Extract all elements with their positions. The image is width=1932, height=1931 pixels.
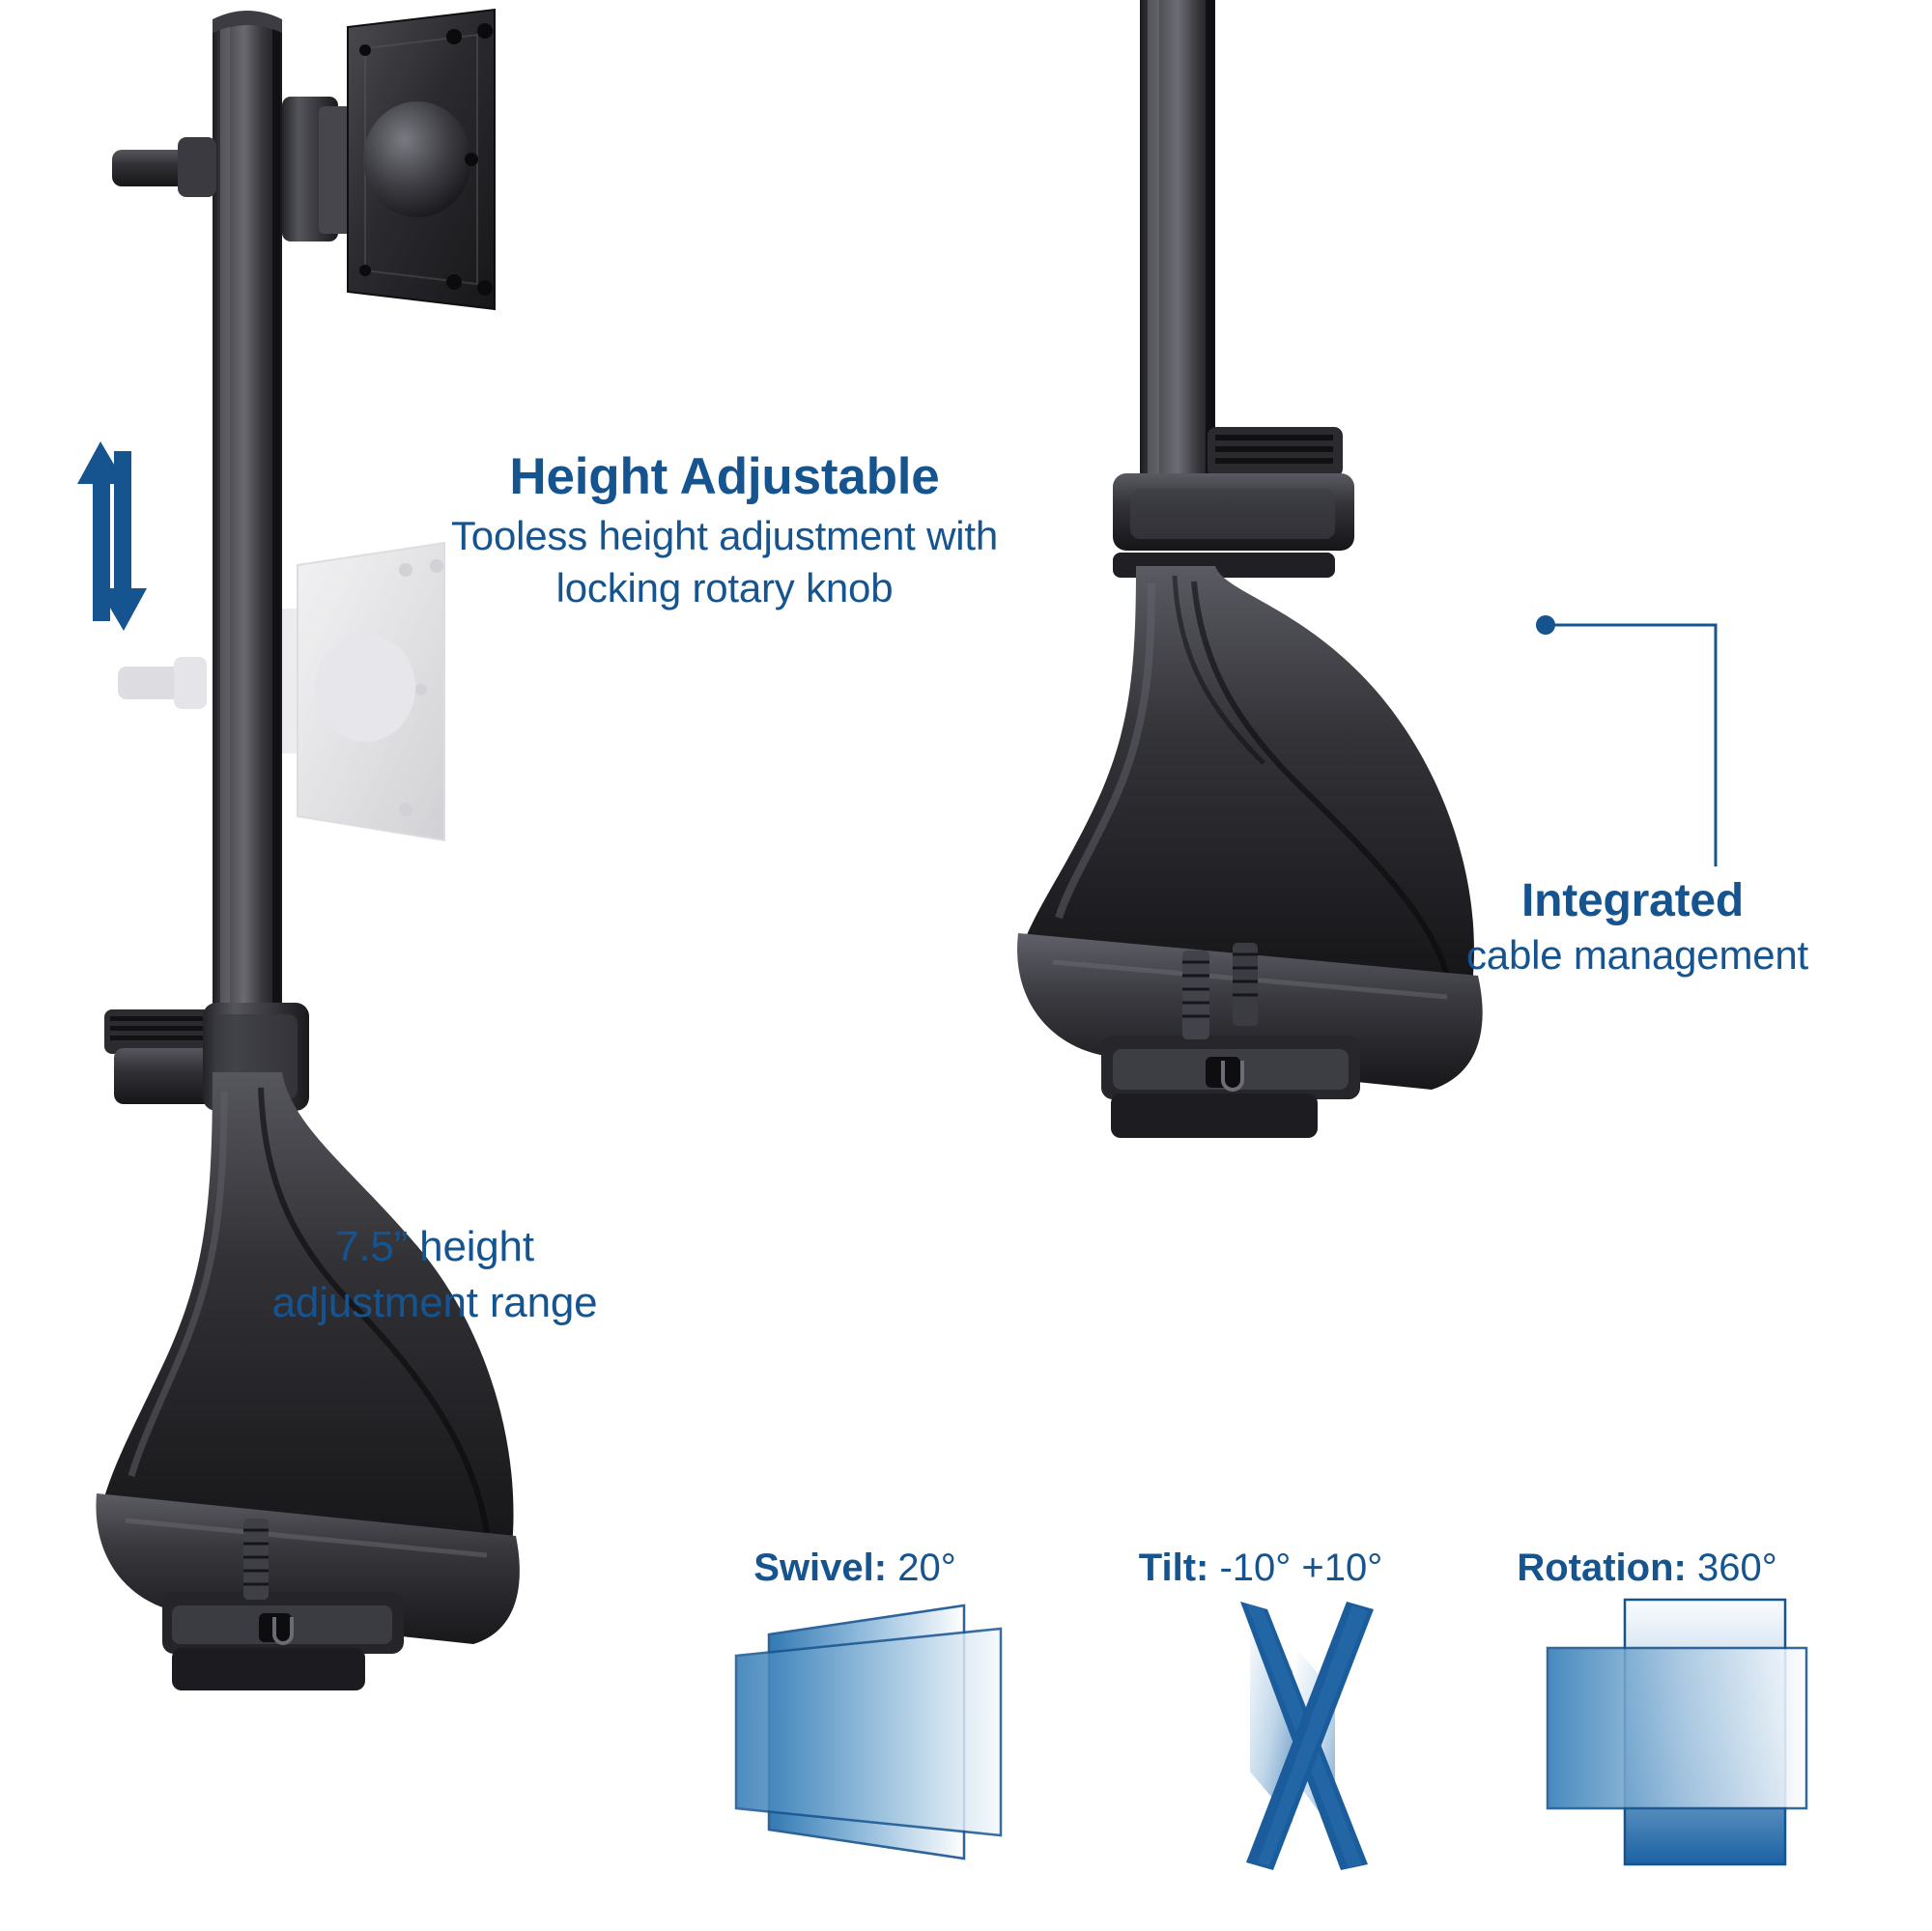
height-range-line-1: 7.5” height	[335, 1223, 534, 1270]
swivel-spec-key: Swivel:	[753, 1547, 888, 1589]
swivel-spec-value: 20°	[897, 1547, 956, 1589]
height-adjustable-subtitle-line-1: Tooless height adjustment with	[451, 513, 998, 558]
crossed-edge-on-screens-x-icon	[1240, 1602, 1374, 1870]
portrait-landscape-overlap-icon	[1546, 1598, 1808, 1866]
height-range-line-2: adjustment range	[271, 1279, 598, 1327]
height-adjustable-subtitle: Tooless height adjustment with locking r…	[406, 510, 1043, 614]
vesa-head-upper	[112, 8, 496, 311]
desk-clamp	[162, 1519, 404, 1690]
monitor-mount-cable-management-photo	[1017, 0, 1483, 1138]
curved-arm	[104, 1072, 514, 1548]
curved-arm	[1026, 566, 1474, 985]
rotation-spec-key: Rotation:	[1517, 1547, 1687, 1589]
monitor-mount-side-view-photo	[96, 8, 520, 1690]
height-range-callout: 7.5” height adjustment range	[222, 1219, 647, 1331]
desk-clamp	[1101, 943, 1360, 1138]
cable-management-clip	[1113, 427, 1354, 578]
tilt-spec-value: -10° +10°	[1219, 1547, 1383, 1589]
locking-rotary-knob	[104, 1003, 309, 1111]
tilt-spec-label: Tilt: -10° +10°	[1053, 1547, 1468, 1590]
callout-leader-line-icon	[1536, 615, 1718, 866]
tilt-spec-key: Tilt:	[1138, 1547, 1209, 1589]
cable-management-title: Integrated	[1520, 875, 1745, 926]
two-overlapping-angled-screens-icon	[734, 1604, 1003, 1860]
rotation-spec-label: Rotation: 360°	[1420, 1547, 1874, 1590]
height-adjustable-title: Height Adjustable	[509, 448, 940, 505]
rotation-spec-value: 360°	[1696, 1547, 1777, 1589]
cable-management-subtitle: cable management	[1465, 932, 1809, 978]
height-adjustable-subtitle-line-2: locking rotary knob	[555, 564, 894, 611]
up-down-arrow-icon	[77, 441, 147, 631]
swivel-spec-label: Swivel: 20°	[667, 1547, 1043, 1590]
